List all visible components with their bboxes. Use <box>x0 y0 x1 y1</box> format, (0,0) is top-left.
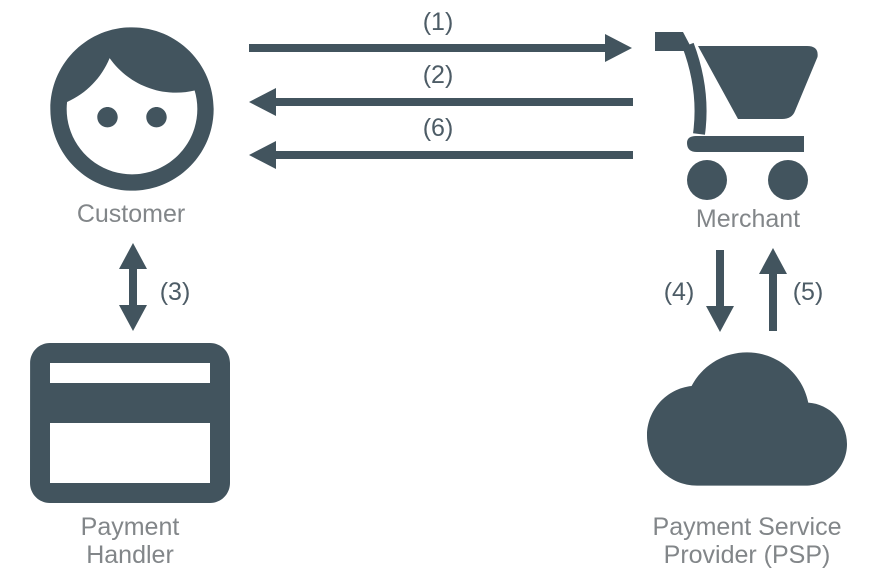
payment-handler-label: Payment Handler <box>30 513 230 569</box>
arrow-step-3 <box>119 243 147 331</box>
customer-label: Customer <box>76 200 186 228</box>
merchant-label: Merchant <box>695 205 801 233</box>
arrow-step-2 <box>249 88 633 116</box>
arrow-step-1-label: (1) <box>422 8 454 36</box>
credit-card-icon <box>30 343 230 503</box>
cloud-icon <box>647 352 847 486</box>
arrow-step-6 <box>249 141 633 169</box>
arrow-step-4 <box>706 250 734 332</box>
arrow-step-3-label: (3) <box>159 278 191 306</box>
arrow-step-4-label: (4) <box>663 278 695 306</box>
psp-label: Payment Service Provider (PSP) <box>622 513 872 569</box>
psp-label-line2: Provider (PSP) <box>663 541 831 569</box>
shopping-cart-icon <box>655 32 818 200</box>
arrow-step-2-label: (2) <box>422 61 454 89</box>
payment-handler-label-line1: Payment <box>80 513 180 541</box>
arrow-step-1 <box>249 34 632 62</box>
arrow-step-6-label: (6) <box>422 114 454 142</box>
arrow-step-5-label: (5) <box>792 278 824 306</box>
payment-handler-label-line2: Handler <box>86 541 174 569</box>
face-icon <box>50 27 214 191</box>
arrow-step-5 <box>759 248 787 331</box>
psp-label-line1: Payment Service <box>652 513 842 541</box>
